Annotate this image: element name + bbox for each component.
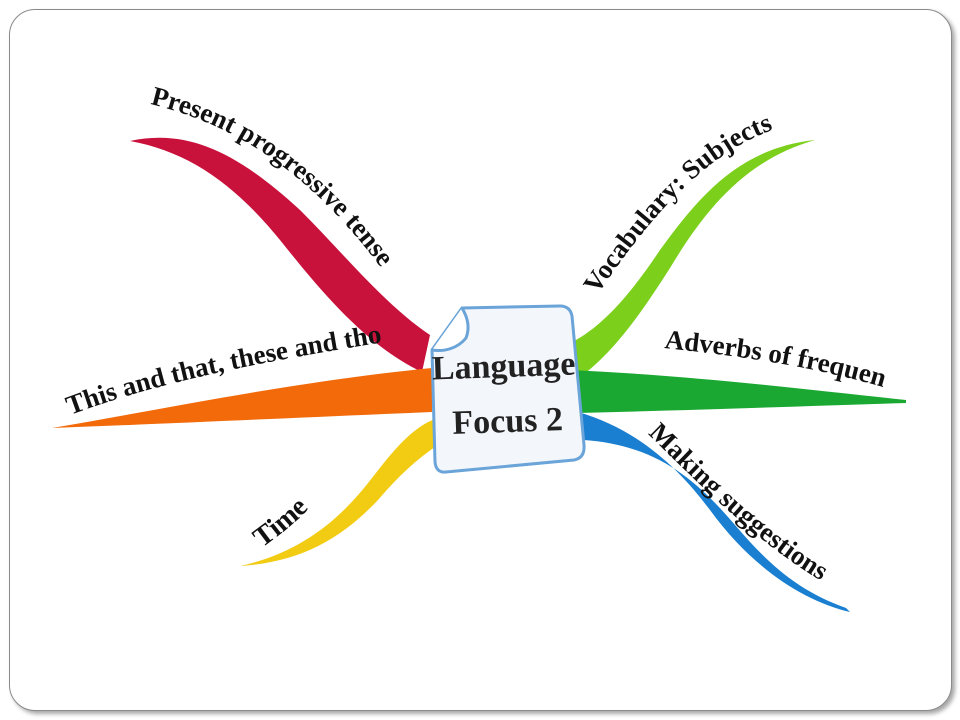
- center-node: Language Focus 2: [430, 304, 586, 474]
- branch-vocabulary: [566, 140, 815, 380]
- branch-adverbs: [570, 370, 906, 413]
- branch-present-progressive: [130, 137, 430, 372]
- center-line-2: Focus 2: [452, 401, 564, 442]
- branch-this-that: [52, 368, 432, 428]
- branch-suggestions: [578, 412, 850, 612]
- label-vocabulary: Vocabulary: Subjects: [577, 107, 775, 298]
- center-line-1: Language: [431, 346, 576, 388]
- branch-time: [240, 418, 438, 566]
- label-present-progressive: Present progressive tense: [149, 81, 401, 272]
- label-suggestions: Making suggestions: [644, 417, 834, 586]
